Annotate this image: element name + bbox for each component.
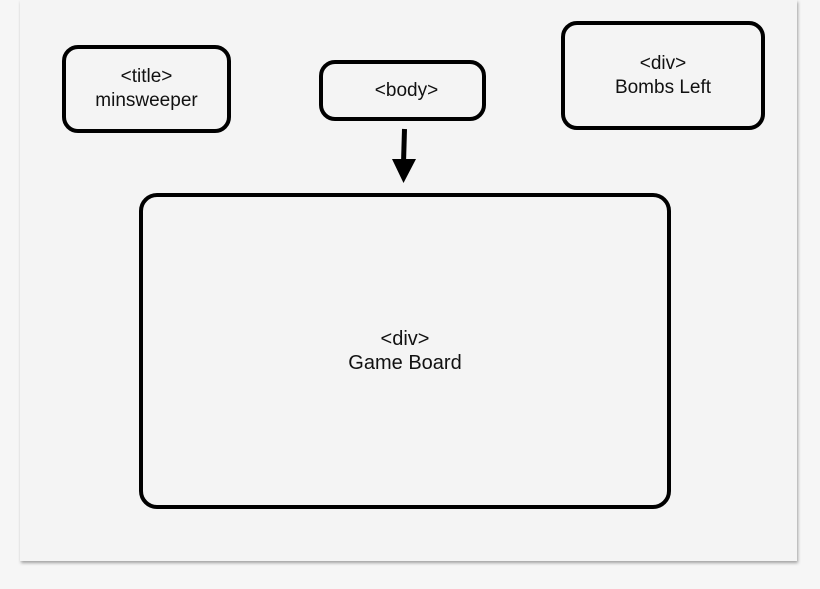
bombs-left-node: <div> Bombs Left [561, 21, 765, 130]
arrow-head [392, 159, 416, 183]
bombs-left-node-label: Bombs Left [614, 76, 712, 98]
arrow-shaft [401, 128, 407, 164]
game-board-node-tag: <div> [380, 328, 430, 350]
game-board-node-label: Game Board [348, 352, 462, 374]
body-node-tag: <body> [374, 79, 439, 101]
body-to-board-arrow [392, 128, 416, 183]
title-node: <title> minsweeper [62, 45, 231, 133]
title-node-label: minsweeper [95, 90, 198, 111]
title-node-tag: <title> [120, 66, 173, 87]
game-board-node: <div> Game Board [139, 193, 671, 509]
body-node: <body> [319, 60, 486, 121]
bombs-left-node-tag: <div> [639, 52, 687, 74]
